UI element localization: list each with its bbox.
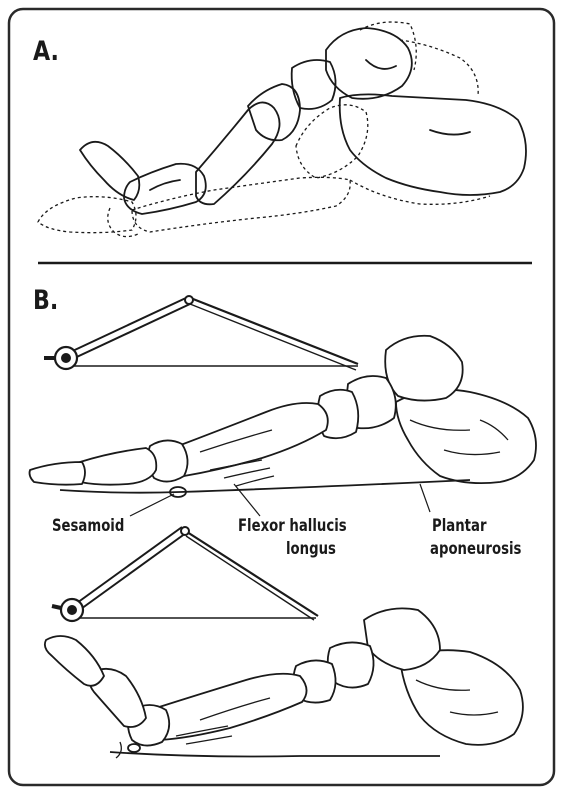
flexor-hallucis-longus-label-line1: Flexor hallucis (238, 516, 347, 536)
plantar-aponeurosis-label-line2: aponeurosis (430, 539, 521, 559)
plantar-aponeurosis-label-line1: Plantar (432, 516, 486, 536)
panel-a-label: A. (33, 36, 59, 67)
panel-b-label: B. (33, 285, 58, 316)
sesamoid-label: Sesamoid (52, 516, 124, 536)
flexor-hallucis-longus-label-line2: longus (286, 539, 336, 559)
